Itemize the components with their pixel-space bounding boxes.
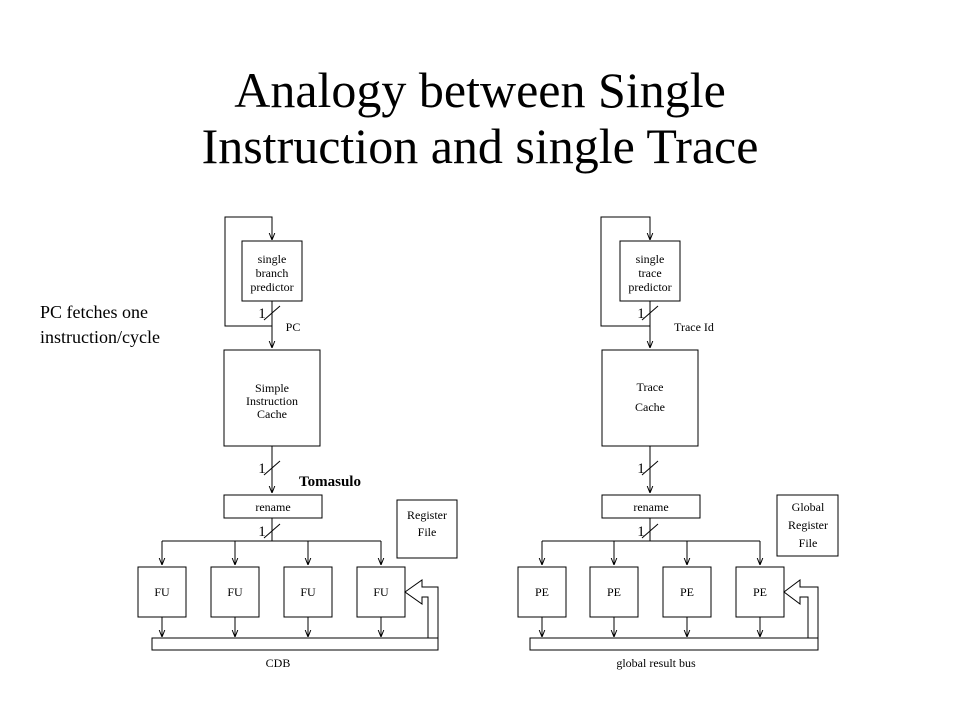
right-predictor-line-1: single [636,252,665,266]
left-cache-line-3: Cache [257,407,287,421]
right-regfile-line-2: Register [788,518,828,532]
right-regfile-line-1: Global [792,500,825,514]
left-diagram-text: single branch predictor 1 PC Simple Inst… [154,252,447,670]
left-cdb-bus [151,637,439,651]
left-slash-3 [263,523,281,539]
right-diagram [517,216,839,651]
left-rename-box [223,494,323,519]
right-bus-label: global result bus [616,656,696,670]
left-fu-label-4: FU [373,585,389,599]
left-regfile-line-2: File [418,525,437,539]
slide-title: Analogy between Single Instruction and s… [0,62,960,174]
left-fu-label-1: FU [154,585,170,599]
left-predictor-line-3: predictor [250,280,293,294]
left-fu-label-3: FU [300,585,316,599]
tomasulo-label: Tomasulo [299,474,361,490]
right-predictor-loop [600,216,650,327]
right-predictor-line-2: trace [638,266,661,280]
left-feedback-arrow [404,579,439,639]
right-regfile-line-3: File [799,536,818,550]
right-slash-2 [641,460,659,476]
left-slash-2 [263,460,281,476]
right-cache-line-2: Cache [635,400,665,414]
right-diagram-text: single trace predictor 1 Trace Id Trace … [535,252,828,670]
right-slash-3 [641,523,659,539]
left-cache-line-2: Instruction [246,394,298,408]
left-fu-label-2: FU [227,585,243,599]
pc-note-line-1: PC fetches one [40,302,148,322]
left-width-label-1: 1 [258,306,266,322]
left-rename-label: rename [255,500,290,514]
title-line-2: Instruction and single Trace [201,118,759,174]
left-bus-label: CDB [266,656,291,670]
left-diagram [137,216,458,651]
left-regfile-line-1: Register [407,508,447,522]
right-result-bus [529,637,819,651]
title-line-1: Analogy between Single [234,62,726,118]
right-pe-label-3: PE [680,585,694,599]
right-predictor-line-3: predictor [628,280,671,294]
right-width-label-2: 1 [637,461,645,477]
left-predictor-loop [224,216,272,327]
right-rename-label: rename [633,500,668,514]
left-predictor-line-1: single [258,252,287,266]
right-rename-box [601,494,701,519]
right-pe-label-4: PE [753,585,767,599]
right-cache-line-1: Trace [637,380,664,394]
left-pc-label: PC [286,320,301,334]
left-width-label-3: 1 [258,524,266,540]
right-regfile-box [776,494,839,557]
right-width-label-1: 1 [637,306,645,322]
left-regfile-box [396,499,458,559]
right-slash-1 [641,305,659,321]
right-cache-box [601,349,699,447]
right-feedback-arrow [783,579,819,639]
pc-note: PC fetches one instruction/cycle [40,300,160,350]
left-predictor-line-2: branch [256,266,289,280]
right-width-label-3: 1 [637,524,645,540]
right-traceid-label: Trace Id [674,320,714,334]
pc-note-line-2: instruction/cycle [40,327,160,347]
left-cache-line-1: Simple [255,381,289,395]
left-slash-1 [263,305,281,321]
right-pe-label-1: PE [535,585,549,599]
left-width-label-2: 1 [258,461,266,477]
right-pe-label-2: PE [607,585,621,599]
